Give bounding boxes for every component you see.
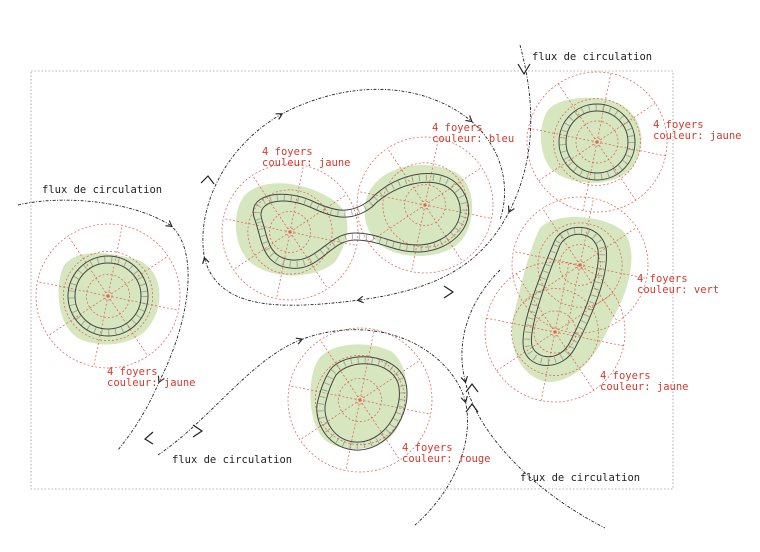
group-label-line1: 4 foyers xyxy=(262,146,313,158)
site-boundary xyxy=(30,70,674,490)
arrow-icon xyxy=(192,424,204,438)
arrow-icon xyxy=(143,431,154,445)
flow-label: flux de circulation xyxy=(42,184,162,196)
group-label-line2: couleur: rouge xyxy=(402,453,491,465)
flow-path xyxy=(157,329,468,526)
group-label-line1: 4 foyers xyxy=(107,366,158,378)
flow-labels: flux de circulation flux de circulation … xyxy=(42,51,652,484)
group-label-line1: 4 foyers xyxy=(432,122,483,134)
group-label-line1: 4 foyers xyxy=(653,119,704,131)
flow-path xyxy=(460,269,606,529)
hearth-guide xyxy=(484,261,626,403)
fire-pit-capsule xyxy=(522,227,608,366)
arrow-icon xyxy=(465,403,479,413)
group-label-line1: 4 foyers xyxy=(600,370,651,382)
group-label-line1: 4 foyers xyxy=(402,442,453,454)
flow-label: flux de circulation xyxy=(532,51,652,63)
arrow-icon xyxy=(200,175,215,185)
flow-path xyxy=(202,44,532,306)
arrow-icon xyxy=(517,63,531,76)
flow-label: flux de circulation xyxy=(172,454,292,466)
vegetation-area xyxy=(511,216,632,382)
flow-arrowheads xyxy=(143,63,531,445)
group-label-line2: couleur: bleu xyxy=(432,133,514,145)
vegetation-area xyxy=(540,97,642,183)
fire-pit-ring xyxy=(558,103,636,181)
group-label-line2: couleur: jaune xyxy=(600,381,689,393)
arrow-icon xyxy=(465,383,479,393)
circulation-flows xyxy=(17,44,606,529)
group-label-line2: couleur: vert xyxy=(637,284,719,296)
group-label-line2: couleur: jaune xyxy=(262,157,351,169)
group-labels: 4 foyers couleur: jaune 4 foyers couleur… xyxy=(107,119,742,465)
group-label-line1: 4 foyers xyxy=(637,273,688,285)
vegetation-layer xyxy=(58,97,642,450)
flow-path xyxy=(17,199,189,451)
hearth-guide xyxy=(526,71,668,213)
flow-label: flux de circulation xyxy=(520,472,640,484)
arrow-icon xyxy=(443,285,455,299)
fire-pit-ring xyxy=(67,255,149,337)
group-label-line2: couleur: jaune xyxy=(107,377,196,389)
vegetation-area xyxy=(364,164,473,257)
group-label-line2: couleur: jaune xyxy=(653,130,742,142)
